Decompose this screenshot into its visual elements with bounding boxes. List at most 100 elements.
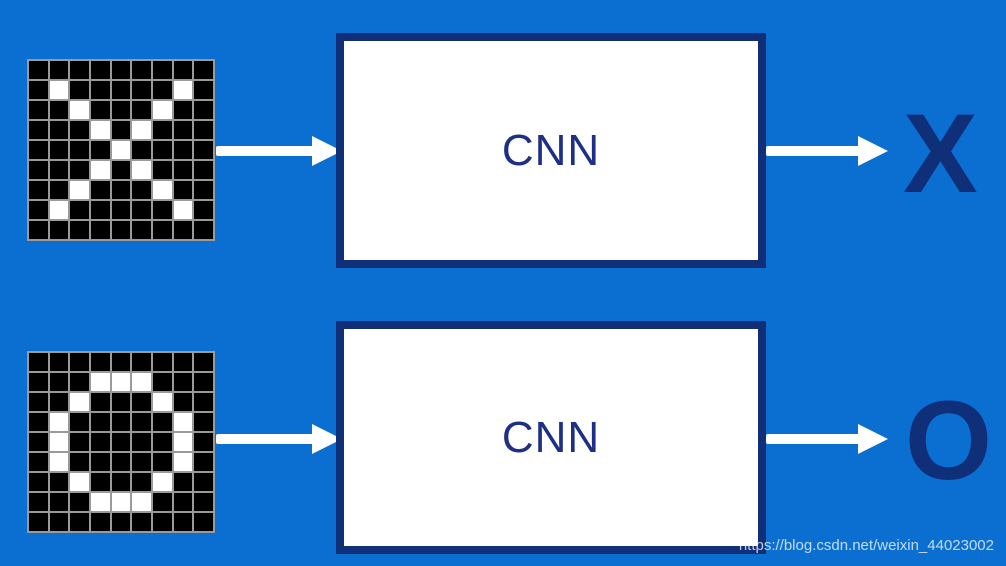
cnn-label: CNN — [501, 412, 601, 462]
cnn-label: CNN — [501, 125, 601, 175]
grid-cell-off — [90, 181, 110, 199]
grid-cell-off — [152, 221, 172, 239]
grid-cell-off — [173, 161, 193, 179]
grid-cell-off — [90, 513, 110, 531]
grid-cell-off — [70, 373, 89, 391]
grid-cell-off — [49, 161, 69, 179]
grid-cell-off — [29, 221, 48, 239]
grid-cell-on — [132, 373, 151, 391]
grid-cell-off — [173, 473, 193, 491]
grid-cell-on — [49, 453, 69, 471]
grid-cell-off — [132, 81, 151, 99]
grid-cell-off — [132, 413, 151, 431]
grid-cell-on — [173, 433, 193, 451]
grid-cell-off — [49, 353, 69, 371]
grid-cell-off — [132, 201, 151, 219]
grid-cell-off — [29, 393, 48, 411]
grid-cell-off — [70, 413, 89, 431]
grid-cell-off — [70, 353, 89, 371]
grid-cell-off — [132, 433, 151, 451]
grid-cell-off — [70, 121, 89, 139]
grid-cell-off — [194, 201, 213, 219]
grid-cell-off — [49, 393, 69, 411]
grid-cell-off — [111, 61, 131, 79]
grid-cell-off — [49, 141, 69, 159]
grid-cell-off — [29, 433, 48, 451]
grid-cell-off — [132, 353, 151, 371]
grid-cell-off — [152, 413, 172, 431]
grid-cell-off — [90, 393, 110, 411]
grid-cell-off — [194, 453, 213, 471]
arrow-right-icon — [766, 136, 888, 166]
grid-cell-off — [194, 221, 213, 239]
grid-cell-off — [173, 513, 193, 531]
grid-cell-off — [132, 181, 151, 199]
grid-cell-on — [111, 493, 131, 511]
arrow-right-icon — [216, 424, 342, 454]
grid-cell-off — [90, 61, 110, 79]
output-label: O — [905, 378, 993, 503]
grid-cell-off — [152, 373, 172, 391]
grid-cell-off — [173, 101, 193, 119]
grid-cell-off — [111, 433, 131, 451]
grid-cell-off — [29, 473, 48, 491]
grid-cell-on — [152, 393, 172, 411]
grid-cell-off — [29, 101, 48, 119]
grid-cell-off — [111, 353, 131, 371]
grid-cell-off — [152, 201, 172, 219]
grid-cell-off — [111, 413, 131, 431]
grid-cell-on — [49, 201, 69, 219]
grid-cell-off — [29, 161, 48, 179]
arrow-right-icon — [766, 424, 888, 454]
grid-cell-on — [70, 101, 89, 119]
grid-cell-off — [152, 141, 172, 159]
cnn-box: CNN — [336, 33, 766, 268]
grid-cell-off — [49, 473, 69, 491]
grid-cell-off — [90, 221, 110, 239]
grid-cell-off — [70, 221, 89, 239]
grid-cell-off — [29, 81, 48, 99]
grid-cell-off — [194, 121, 213, 139]
grid-cell-off — [132, 393, 151, 411]
grid-cell-off — [70, 81, 89, 99]
grid-cell-off — [194, 81, 213, 99]
grid-cell-on — [132, 161, 151, 179]
grid-cell-off — [173, 373, 193, 391]
grid-cell-off — [132, 473, 151, 491]
grid-cell-off — [29, 181, 48, 199]
grid-cell-off — [132, 453, 151, 471]
grid-cell-on — [173, 201, 193, 219]
grid-cell-off — [49, 373, 69, 391]
grid-cell-off — [90, 413, 110, 431]
cnn-box: CNN — [336, 321, 766, 554]
grid-cell-off — [70, 61, 89, 79]
grid-cell-off — [90, 201, 110, 219]
grid-cell-off — [111, 121, 131, 139]
grid-cell-on — [173, 81, 193, 99]
grid-cell-on — [70, 393, 89, 411]
grid-cell-off — [173, 181, 193, 199]
grid-cell-off — [49, 513, 69, 531]
grid-cell-off — [111, 393, 131, 411]
grid-cell-off — [194, 433, 213, 451]
grid-cell-on — [111, 141, 131, 159]
grid-cell-off — [111, 181, 131, 199]
grid-cell-off — [194, 393, 213, 411]
grid-cell-on — [90, 493, 110, 511]
grid-cell-on — [49, 413, 69, 431]
grid-cell-off — [194, 513, 213, 531]
grid-cell-off — [132, 141, 151, 159]
grid-cell-on — [152, 101, 172, 119]
grid-cell-on — [173, 413, 193, 431]
grid-cell-off — [152, 61, 172, 79]
grid-cell-on — [152, 473, 172, 491]
grid-cell-off — [194, 161, 213, 179]
grid-cell-on — [70, 181, 89, 199]
grid-cell-off — [173, 121, 193, 139]
grid-cell-off — [90, 81, 110, 99]
input-grid-x — [27, 59, 215, 241]
grid-cell-off — [111, 473, 131, 491]
grid-cell-off — [194, 61, 213, 79]
grid-cell-off — [152, 433, 172, 451]
watermark: https://blog.csdn.net/weixin_44023002 — [738, 537, 994, 554]
